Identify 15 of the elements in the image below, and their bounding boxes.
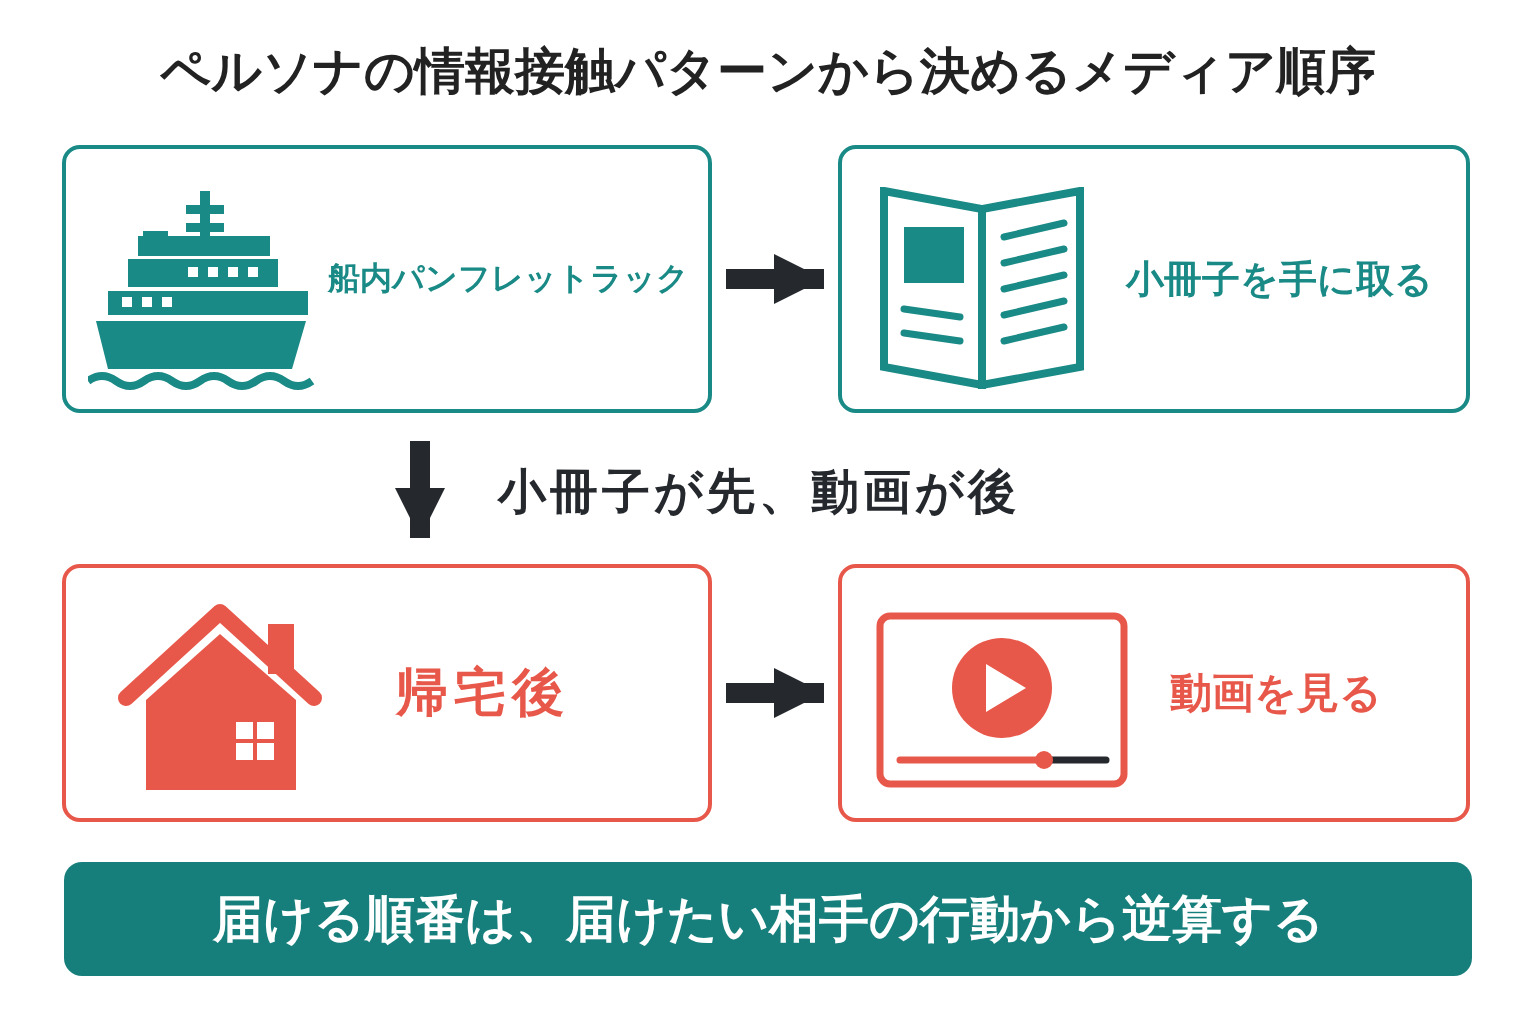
step-text: 帰宅後 — [396, 661, 570, 724]
step-text: 動画を見る — [1170, 667, 1382, 719]
arrow — [395, 441, 445, 538]
step-card — [838, 145, 1470, 413]
title: ペルソナの情報接触パターンから決めるメディア順序 — [159, 41, 1377, 102]
summary-banner — [64, 862, 1472, 976]
step-card — [62, 564, 712, 822]
step-text: 小冊子を手に取る — [1126, 255, 1433, 303]
arrow — [726, 254, 824, 304]
step-card — [62, 145, 712, 413]
step-text: 船内パンフレットラック — [328, 258, 689, 299]
step-card — [838, 564, 1470, 822]
summary-text: 届ける順番は、届けたい相手の行動から逆算する — [211, 888, 1325, 950]
note-text: 小冊子が先、動画が後 — [498, 462, 1020, 521]
arrow — [726, 668, 824, 718]
